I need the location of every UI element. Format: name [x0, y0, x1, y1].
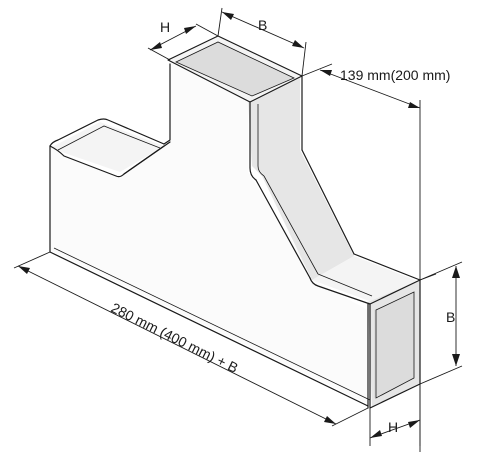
label-height: 139 mm(200 mm): [340, 67, 450, 83]
label-b-top: B: [258, 17, 267, 33]
dim-h-top: [147, 23, 219, 61]
top-outlet-opening: [176, 42, 294, 96]
dim-b-top: [217, 7, 307, 77]
label-h-top: H: [160, 19, 170, 35]
dim-length: [13, 251, 369, 427]
body-outline: [49, 35, 421, 409]
label-b-right: B: [446, 309, 455, 325]
main-body-front-face: [50, 62, 368, 404]
label-h-bottom: H: [388, 419, 398, 435]
riser-side-face: [248, 78, 354, 280]
dim-h-bottom: [369, 384, 421, 446]
right-outlet-opening: [374, 292, 414, 398]
left-outlet-top-face: [50, 122, 164, 172]
slant-top-face: [312, 256, 420, 302]
riser-left-face: [170, 62, 248, 172]
dim-b-right: [419, 261, 463, 385]
